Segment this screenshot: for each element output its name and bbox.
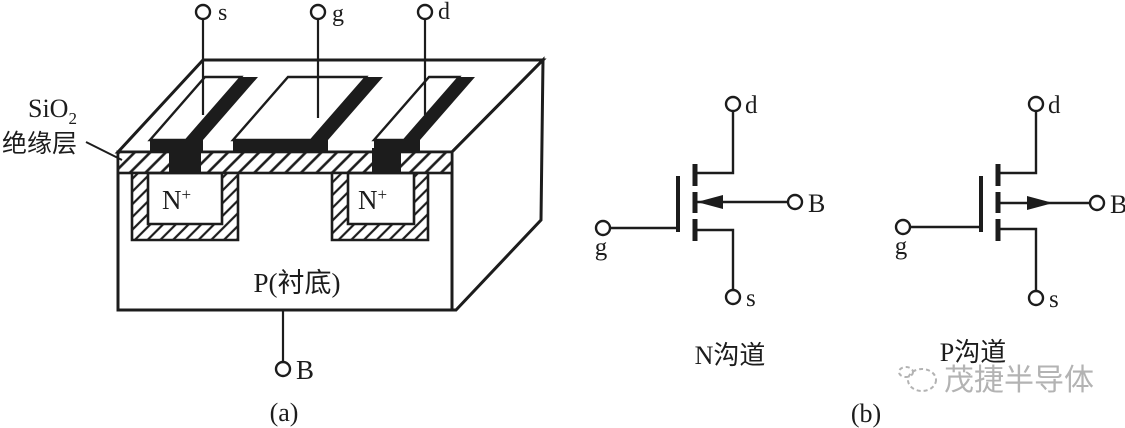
substrate-label: P(衬底) (254, 268, 341, 298)
n-source-node (724, 288, 742, 306)
p-gate-label: g (895, 233, 908, 260)
top-terminal-leads (201, 19, 427, 118)
p-body-arrow-icon (1027, 196, 1053, 210)
insulation-annotation: 绝缘层 (2, 130, 77, 158)
gate-terminal-node (309, 3, 327, 21)
p-drain-wire (1000, 111, 1038, 175)
n-source-wire (697, 228, 735, 290)
n-plus-well-right-border (330, 171, 430, 242)
p-channel-symbol: d g s B P沟道 (895, 92, 1125, 367)
p-drain-node (1027, 95, 1045, 113)
p-body-label: B (1110, 190, 1125, 219)
p-source-node (1027, 289, 1045, 307)
source-electrode (147, 75, 258, 153)
figure-a-caption: (a) (270, 398, 299, 427)
watermark-logo-icon (898, 366, 937, 392)
gate-electrode-side (311, 77, 383, 140)
n-drain-wire (697, 111, 735, 175)
n-channel-symbol: d g s B N沟道 (595, 92, 826, 370)
watermark: 茂捷半导体 (898, 364, 1094, 397)
source-terminal-node (194, 3, 212, 21)
drain-electrode-side (404, 77, 475, 140)
insulation-pointer-line (85, 141, 123, 161)
p-gate-node (894, 218, 912, 236)
p-body-node (1088, 194, 1106, 212)
gate-electrode-front (233, 140, 328, 153)
drain-electrode (371, 75, 475, 153)
n-channel-caption: N沟道 (695, 341, 766, 370)
drain-electrode-front (374, 140, 420, 153)
drain-terminal-label: d (438, 0, 450, 25)
gate-terminal-label: g (332, 1, 344, 27)
p-source-label: s (1049, 286, 1059, 313)
figure-b-caption: (b) (851, 399, 881, 428)
n-gate-node (594, 219, 612, 237)
n-body-node (786, 193, 804, 211)
n-source-label: s (746, 285, 756, 312)
n-gate-label: g (595, 234, 608, 261)
n-plus-label-right: N+ (358, 185, 387, 215)
figure-a-3d-structure: N+ N+ P(衬底) (2, 0, 547, 427)
sio2-annotation: SiO2 (28, 94, 77, 128)
p-drain-label: d (1048, 92, 1061, 119)
body-terminal-node (274, 360, 292, 378)
n-body-arrow-icon (697, 195, 723, 209)
body-terminal-label: B (296, 355, 314, 385)
substrate-right-face (450, 56, 545, 312)
source-electrode-side (186, 77, 258, 140)
n-drain-node (724, 95, 742, 113)
drain-terminal-node (416, 3, 434, 21)
n-plus-well-right: N+ (330, 171, 430, 242)
p-source-wire (1000, 227, 1038, 291)
gate-electrode (230, 75, 383, 153)
source-terminal-label: s (218, 0, 227, 26)
source-electrode-front (150, 140, 203, 153)
n-drain-label: d (745, 92, 758, 119)
n-body-label: B (808, 189, 825, 218)
sio2-insulation-layer (116, 150, 454, 175)
n-plus-well-left-border (130, 171, 240, 242)
p-channel-caption: P沟道 (940, 338, 1006, 367)
watermark-text: 茂捷半导体 (944, 364, 1094, 397)
n-plus-well-left: N+ (130, 171, 240, 242)
n-plus-label-left: N+ (162, 185, 191, 215)
